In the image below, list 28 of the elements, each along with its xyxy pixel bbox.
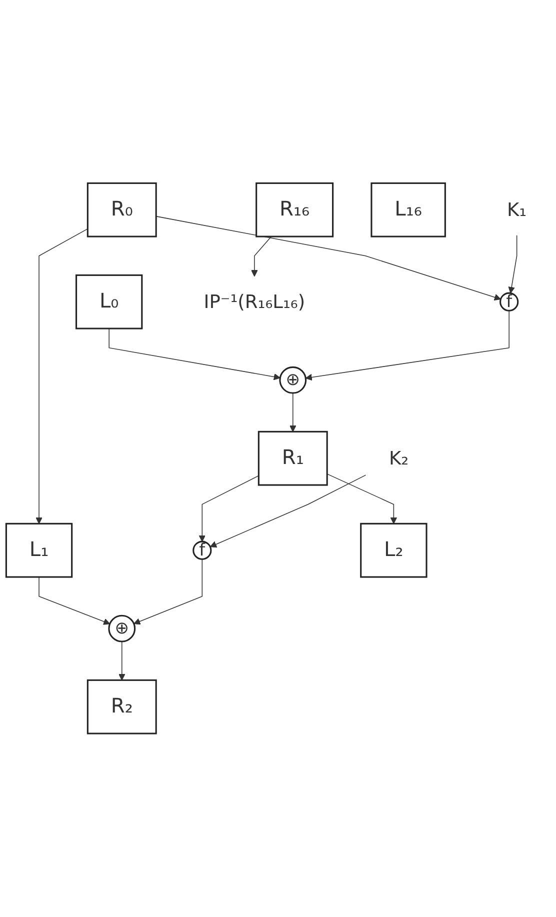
arrow — [118, 641, 126, 681]
node-text: K₂ — [388, 448, 409, 470]
node-box: L₁ — [5, 523, 73, 578]
node-circle: f — [192, 540, 212, 560]
arrow — [198, 475, 260, 542]
arrow — [305, 310, 510, 381]
node-circle: f — [500, 292, 519, 312]
arrow — [108, 328, 280, 380]
arrow — [508, 235, 518, 294]
node-circle: ⊕ — [108, 615, 136, 642]
node-circle: ⊕ — [279, 366, 307, 394]
node-box: L₂ — [360, 523, 428, 578]
arrow — [326, 474, 398, 524]
arrow — [251, 236, 272, 277]
arrow — [38, 576, 110, 625]
arrow — [289, 392, 296, 432]
node-box: R₁ — [258, 431, 328, 486]
node-box: L₁₆ — [370, 182, 446, 238]
node-box: R₁₆ — [256, 182, 334, 238]
arrow — [210, 474, 366, 548]
node-box: L₀ — [76, 274, 143, 330]
node-box: R₀ — [86, 182, 157, 238]
node-box: R₂ — [86, 680, 157, 734]
node-text: K₁ — [507, 199, 527, 221]
arrow — [134, 558, 203, 625]
node-text: IP⁻¹(R₁₆L₁₆) — [204, 291, 306, 313]
arrow — [156, 216, 502, 301]
arrow — [36, 228, 88, 524]
